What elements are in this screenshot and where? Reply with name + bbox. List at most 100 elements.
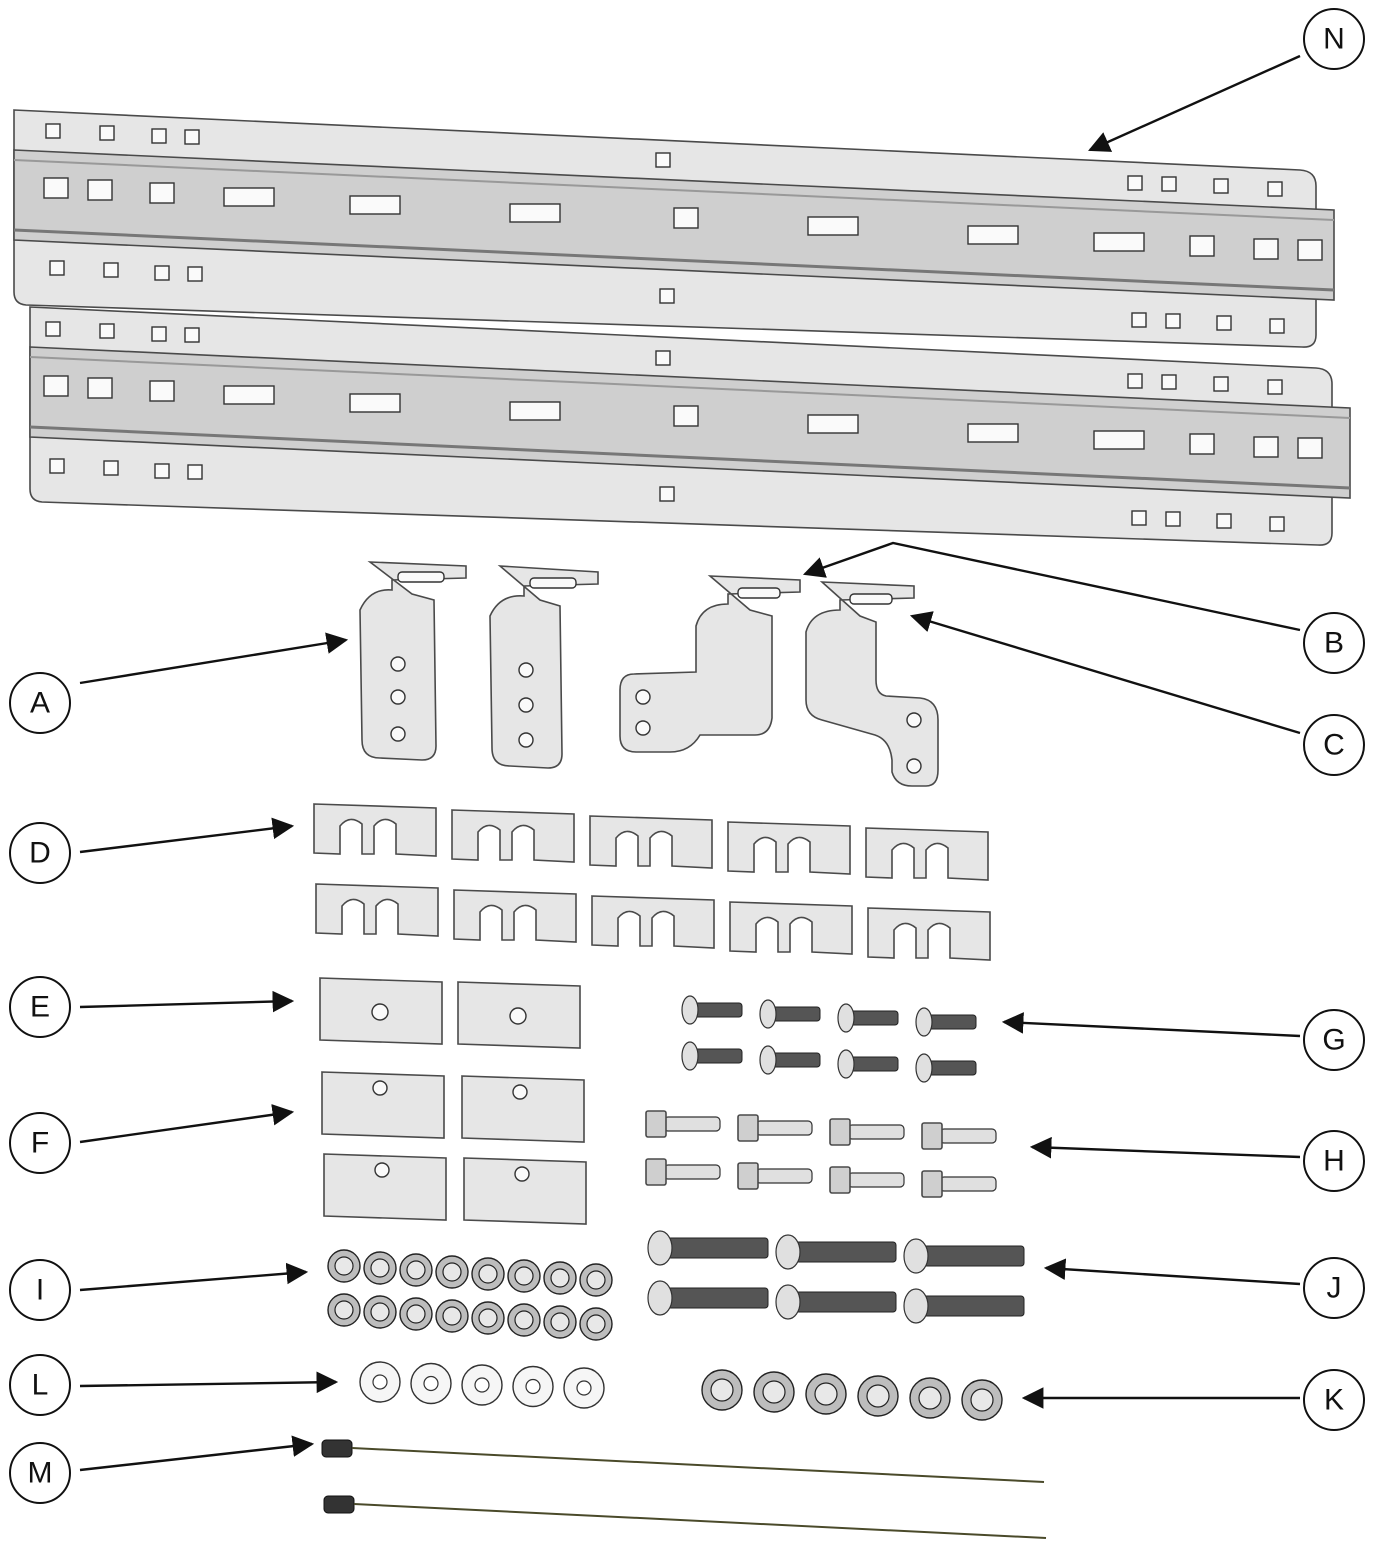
leader-h [1029,1136,1301,1159]
bolt-head [837,1049,855,1079]
offset-hole-plate [463,1157,587,1225]
large-flange-nuts [701,1369,1003,1421]
nut-bore [478,1308,498,1328]
rail-slot [967,225,1019,245]
bracket-offset-b [619,575,801,753]
bolt-shank [939,1128,997,1144]
callout-j: J [1303,1257,1365,1319]
rail-slot [967,423,1019,443]
slotted-shim [727,821,851,875]
nut-bore [514,1266,534,1286]
washer-hole [474,1377,490,1393]
rail-square-hole [1297,437,1323,459]
nut-bore [478,1264,498,1284]
callout-m: M [9,1442,71,1504]
short-carriage-bolts [681,995,977,1083]
nut-bore [514,1310,534,1330]
washer-hole [576,1380,592,1396]
bolt-head [903,1288,929,1324]
washer-hole [525,1378,541,1395]
leader-l [79,1371,339,1394]
rail-square-hole [154,463,170,479]
nut-bore [918,1386,942,1410]
bolt-head [645,1110,667,1138]
slotted-shim [591,895,715,949]
rail-holes [43,123,1323,532]
rail-slot [349,393,401,413]
callout-e-label: E [30,991,50,1024]
rail-square-hole [1127,175,1143,191]
offset-hole-plate [323,1153,447,1221]
callout-n: N [1303,8,1365,70]
plate-hole [509,1007,527,1025]
nut-bore [586,1270,606,1290]
offset-hole-plate [461,1075,585,1143]
rail-square-hole [1267,181,1283,197]
bolt-thread [769,1006,821,1022]
bolt-thread [925,1014,977,1030]
rail-slot [509,203,561,223]
slotted-shims [313,803,991,961]
callout-g: G [1303,1009,1365,1071]
callout-k: K [1303,1369,1365,1431]
bolt-thread [791,1241,897,1263]
leader-g [1001,1012,1301,1038]
rail-square-hole [659,288,675,304]
bolt-head [681,1041,699,1071]
bolt-shank [755,1120,813,1136]
rail-square-hole [1131,312,1147,328]
plate-hole [512,1084,528,1100]
bolt-shank [847,1172,905,1188]
rail-square-hole [1161,176,1177,192]
callout-j-label: J [1327,1272,1342,1305]
bolt-thread [691,1002,743,1018]
callout-a-label: A [30,687,50,720]
bolt-shank [847,1124,905,1140]
fish-wire-2 [323,1495,1047,1539]
rail-square-hole [43,375,69,397]
bolt-head [647,1280,673,1316]
rail-slot [1093,232,1145,252]
rail-square-hole [43,177,69,199]
slotted-shim [729,901,853,955]
rail-square-hole [99,323,115,339]
bolt-head [647,1230,673,1266]
rail-square-hole [45,123,61,139]
plate-hole [374,1162,390,1178]
slotted-shim [451,809,575,863]
nut-bore [370,1258,390,1278]
rail-square-hole [1269,318,1285,334]
washer-hole [423,1375,439,1392]
washers [359,1361,605,1409]
rail-square-hole [49,458,65,474]
rail-square-hole [151,326,167,342]
callout-c-label: C [1323,729,1345,762]
bolt-head [903,1238,929,1274]
callout-m-label: M [28,1457,53,1490]
leader-c [909,611,1301,735]
slotted-shim [453,889,577,943]
callout-b-label: B [1324,627,1344,660]
rail-square-hole [1297,239,1323,261]
rail-square-hole [1189,433,1215,455]
nut-bore [710,1378,734,1402]
nut-bore [550,1268,570,1288]
rail-square-hole [1253,238,1279,260]
rail-square-hole [1127,373,1143,389]
callout-f: F [9,1112,71,1174]
bolt-head [829,1166,851,1194]
rail-slot [807,414,859,434]
bolt-head [921,1170,943,1198]
rail-square-hole [673,207,699,229]
rail-square-hole [655,152,671,168]
rail-slot [807,216,859,236]
bolt-head [775,1284,801,1320]
bolt-thread [663,1287,769,1309]
rail-square-hole [154,265,170,281]
bolt-thread [919,1245,1025,1267]
rail-slot [1093,430,1145,450]
rail-slot [223,187,275,207]
plate-hole [371,1003,389,1021]
bolt-thread [791,1291,897,1313]
bolt-shank [755,1168,813,1184]
